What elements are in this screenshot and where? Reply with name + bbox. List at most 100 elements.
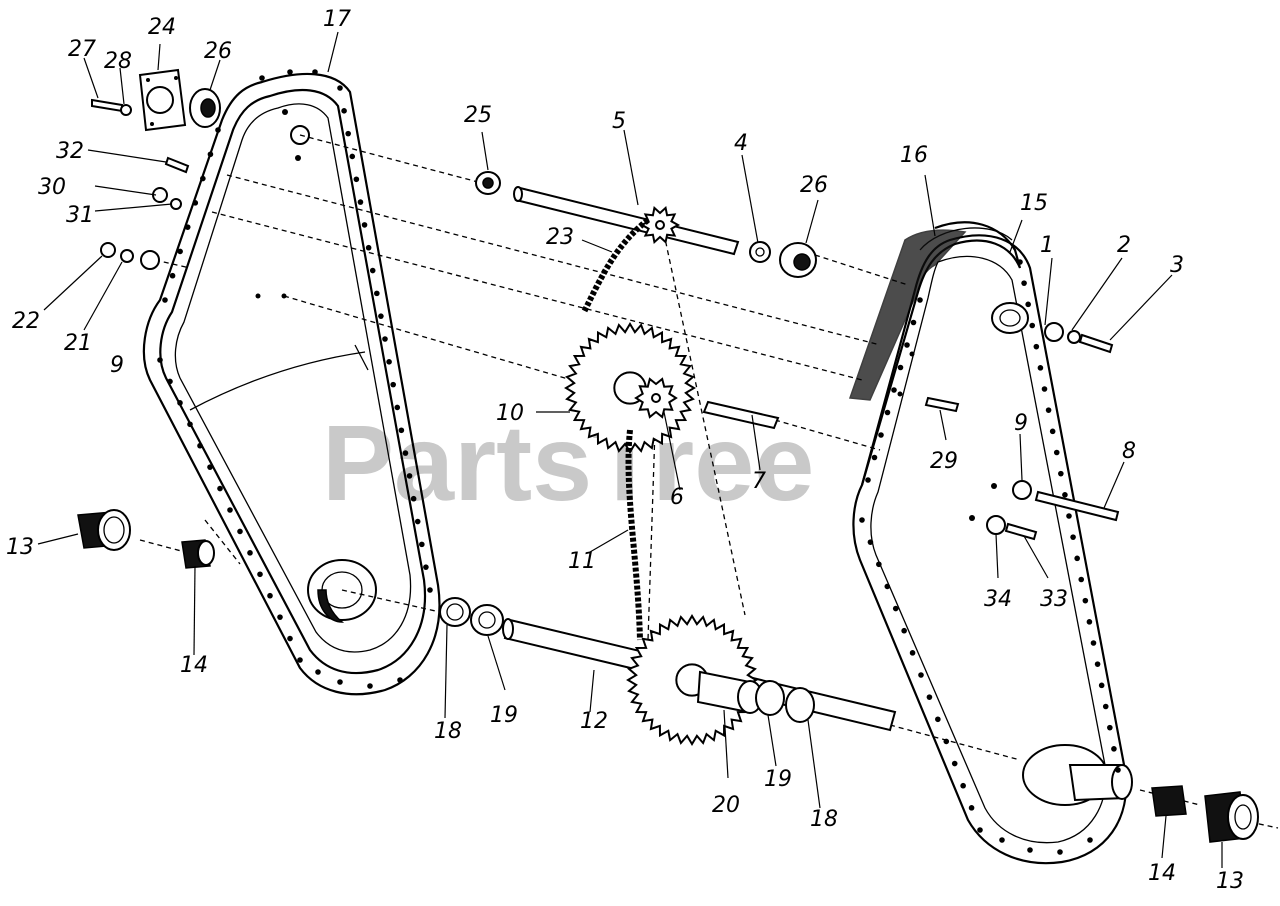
callout-15: 15 [1020, 191, 1048, 216]
callout-31: 31 [66, 203, 94, 228]
case-bolt-hole [227, 507, 233, 513]
case-bolt-hole [378, 313, 384, 319]
case-bolt-hole [901, 627, 907, 634]
case-bolt-hole [382, 336, 388, 342]
case-bolt-hole [884, 583, 891, 590]
callout-11: 11 [568, 549, 596, 574]
case-bolt-hole [386, 359, 392, 365]
case-bolt-hole [917, 297, 923, 303]
case-bolt-hole [876, 561, 882, 568]
case-bolt-hole [267, 592, 273, 599]
callout-14-right: 14 [1148, 861, 1176, 886]
callout-9-left: 9 [110, 353, 124, 378]
case-bolt-hole [423, 564, 429, 570]
case-bolt-hole [184, 224, 191, 230]
case-bolt-hole [402, 450, 409, 456]
case-bolt-hole [1062, 492, 1068, 498]
case-bolt-hole [1041, 386, 1048, 392]
case-bolt-hole [891, 387, 897, 393]
case-bolt-hole [297, 657, 303, 663]
case-bolt-hole [200, 175, 206, 182]
callout-17: 17 [323, 7, 351, 32]
case-bolt-hole [884, 409, 891, 416]
callout-23: 23 [546, 225, 574, 250]
case-bolt-hole [1021, 280, 1027, 286]
callout-34: 34 [984, 587, 1012, 612]
case-bolt-hole [918, 672, 924, 678]
case-bolt-hole [287, 69, 293, 75]
case-bolt-hole [192, 200, 199, 206]
case-bolt-hole [999, 837, 1005, 843]
callout-2: 2 [1117, 233, 1131, 258]
callout-26-left: 26 [204, 39, 232, 64]
case-bolt-hole [1045, 407, 1052, 413]
case-bolt-hole [878, 432, 884, 438]
case-bolt-hole [394, 404, 401, 411]
callout-12: 12 [580, 709, 608, 734]
case-bolt-hole [1070, 534, 1076, 540]
callout-33: 33 [1040, 587, 1068, 612]
case-bolt-hole [427, 587, 433, 593]
case-bolt-hole [162, 297, 168, 303]
callout-32: 32 [56, 139, 84, 164]
case-bolt-hole [1111, 746, 1117, 752]
case-bolt-hole [935, 716, 941, 723]
case-bolt-hole [237, 528, 243, 535]
case-bolt-hole [217, 485, 223, 492]
callout-labels: 1 2 3 4 5 6 7 8 9 9 10 11 12 13 13 14 14… [6, 7, 1244, 894]
case-bolt-hole [197, 442, 203, 449]
case-bolt-hole [892, 605, 899, 612]
callout-13-right: 13 [1216, 869, 1244, 894]
case-bolt-hole [367, 683, 373, 689]
small-sprocket-top-hub [655, 220, 665, 230]
case-bolt-hole [1082, 597, 1089, 604]
case-bolt-hole [1025, 301, 1031, 308]
case-bolt-hole [897, 364, 904, 371]
case-bolt-hole [353, 176, 360, 183]
case-bolt-hole [859, 517, 865, 523]
callout-28: 28 [104, 49, 132, 74]
case-bolt-hole [337, 679, 343, 685]
callout-30: 30 [38, 175, 66, 200]
callout-14-left: 14 [180, 653, 208, 678]
callout-4: 4 [734, 131, 748, 156]
callout-13-left: 13 [6, 535, 34, 560]
case-bolt-hole [1037, 365, 1044, 371]
callout-5: 5 [612, 109, 626, 134]
callout-25: 25 [464, 103, 492, 128]
case-bolt-hole [277, 614, 283, 620]
case-bolt-hole [374, 290, 380, 297]
case-bolt-hole [361, 222, 368, 228]
case-bolt-hole [207, 151, 214, 158]
case-bolt-hole [247, 550, 253, 556]
left-chain-case [142, 69, 441, 696]
case-bolt-hole [398, 427, 405, 434]
case-bolt-hole [157, 357, 163, 363]
case-bolt-hole [909, 650, 916, 656]
upper-shaft-assembly [475, 171, 817, 278]
case-bolt-hole [865, 477, 871, 483]
small-sprocket-middle-hub [651, 393, 661, 403]
case-bolt-hole [1029, 322, 1036, 329]
case-bolt-hole [1102, 703, 1109, 710]
callout-19-left: 19 [490, 703, 518, 728]
case-bolt-hole [1074, 555, 1080, 562]
case-bolt-hole [169, 272, 176, 279]
case-bolt-hole [341, 108, 347, 114]
case-bolt-hole [419, 541, 425, 548]
case-bolt-hole [414, 518, 421, 525]
case-bolt-hole [1066, 513, 1072, 519]
case-bolt-hole [1017, 259, 1023, 265]
case-bolt-hole [207, 464, 213, 470]
case-bolt-hole [977, 827, 983, 833]
callout-10: 10 [496, 401, 524, 426]
case-bolt-hole [410, 495, 417, 502]
callout-8: 8 [1122, 439, 1136, 464]
case-bolt-hole [1053, 449, 1060, 456]
case-bolt-hole [187, 421, 193, 428]
case-bolt-hole [365, 244, 372, 251]
case-bolt-hole [315, 669, 321, 675]
callout-7: 7 [752, 469, 766, 494]
callout-20: 20 [712, 793, 740, 818]
case-bolt-hole [960, 782, 966, 789]
